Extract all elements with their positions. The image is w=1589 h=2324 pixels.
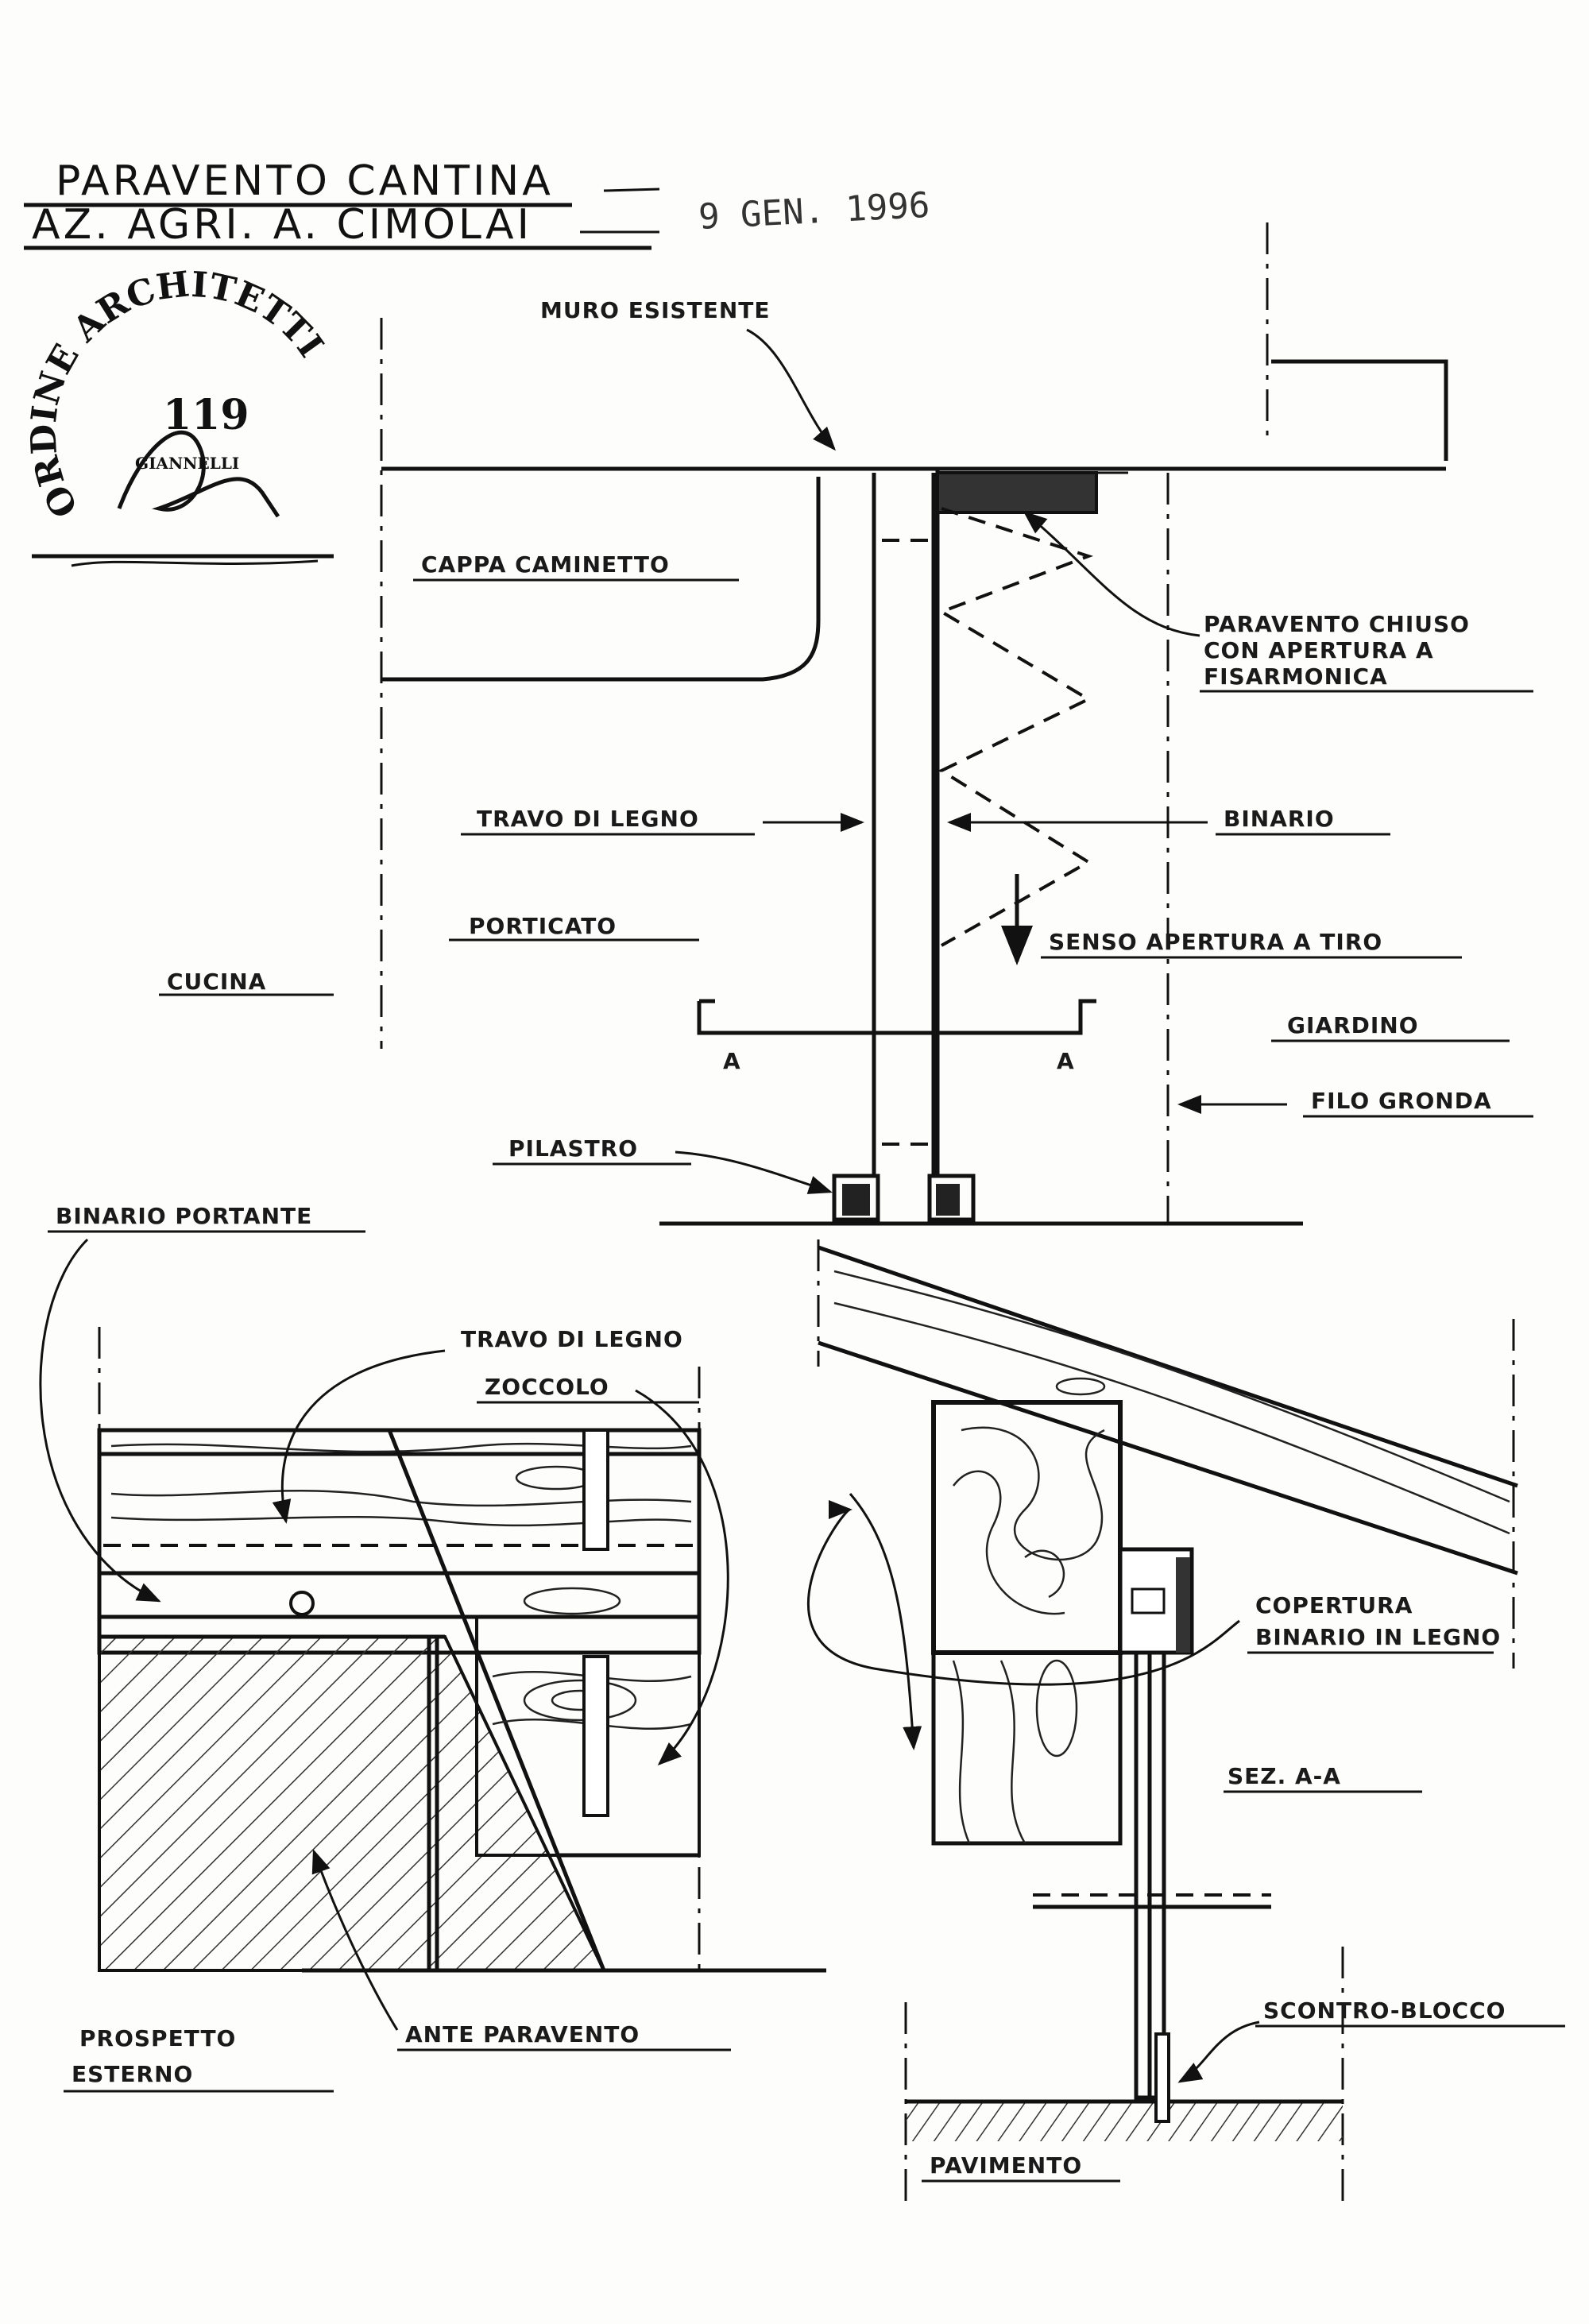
- label-pilastro: PILASTRO: [508, 1135, 638, 1162]
- label-paravento-chiuso-1: PARAVENTO CHIUSO: [1204, 611, 1470, 637]
- leader-ante: [311, 1849, 399, 2031]
- label-esterno: ESTERNO: [72, 2061, 193, 2087]
- leader-pilastro: [675, 1150, 833, 1194]
- section-marker-right: A: [1057, 1048, 1075, 1074]
- label-giardino: GIARDINO: [1287, 1012, 1419, 1038]
- section-cut-line: [697, 999, 1096, 1035]
- section-marker-left: A: [723, 1048, 741, 1074]
- title-block: PARAVENTO CANTINA AZ. AGRI. A. CIMOLAI 9…: [24, 157, 931, 250]
- label-pavimento: PAVIMENTO: [930, 2152, 1082, 2179]
- label-travo-di-legno-elev: TRAVO DI LEGNO: [461, 1326, 683, 1352]
- folded-screen: [936, 471, 1098, 514]
- pillar-left: [832, 1174, 880, 1222]
- label-scontro-blocco: SCONTRO-BLOCCO: [1263, 1997, 1506, 2024]
- architect-seal: ORDINE ARCHITETTI 119 GIANNELLI: [23, 264, 334, 567]
- hatched-wall: [98, 1635, 607, 1972]
- external-elevation: BINARIO PORTANTE TRAVO DI LEGNO ZOCCOLO …: [39, 1203, 826, 2093]
- label-prospetto: PROSPETTO: [79, 2025, 236, 2051]
- pillar-right: [927, 1174, 976, 1222]
- label-sez-a-a: SEZ. A-A: [1228, 1763, 1341, 1789]
- leader-travo-sez: [849, 1493, 922, 1750]
- title-line-1: PARAVENTO CANTINA: [56, 157, 554, 205]
- label-muro-esistente: MURO ESISTENTE: [540, 297, 770, 323]
- label-cappa-caminetto: CAPPA CAMINETTO: [421, 551, 670, 578]
- leader-paravento: [1023, 511, 1200, 637]
- label-binario-portante: BINARIO PORTANTE: [56, 1203, 312, 1229]
- leader-travo-elev: [272, 1349, 446, 1524]
- title-line-2: AZ. AGRI. A. CIMOLAI: [32, 201, 532, 249]
- plan-view: A A MURO ESISTENTE CAPPA CAMINETTO PARAV…: [159, 222, 1533, 1226]
- floor-hatch: [906, 2102, 1343, 2141]
- chimney-hood: [381, 477, 821, 682]
- leader-zoccolo: [635, 1389, 729, 1766]
- signature: [117, 430, 280, 518]
- label-ante-paravento: ANTE PARAVENTO: [405, 2021, 640, 2048]
- post-section: [931, 1650, 1123, 1846]
- leader-copertura: [806, 1500, 1240, 1686]
- label-copertura: COPERTURA: [1255, 1592, 1413, 1618]
- bolt-lower: [582, 1655, 609, 1817]
- accordion-screen: [938, 507, 1094, 947]
- label-zoccolo: ZOCCOLO: [485, 1374, 609, 1400]
- bolt-upper: [582, 1429, 609, 1551]
- label-binario-in-legno: BINARIO IN LEGNO: [1255, 1624, 1501, 1650]
- label-cucina: CUCINA: [167, 969, 266, 995]
- leader-scontro: [1177, 2020, 1260, 2083]
- stop-block: [1154, 2032, 1170, 2123]
- roof-rafter-top: [818, 1245, 1518, 1488]
- label-paravento-chiuso-3: FISARMONICA: [1204, 663, 1388, 690]
- label-porticato: PORTICATO: [469, 913, 617, 939]
- label-senso-apertura: SENSO APERTURA A TIRO: [1049, 929, 1382, 955]
- leader-binario-portante: [39, 1238, 161, 1603]
- leader-muro: [746, 328, 836, 451]
- date-stamp: 9 GEN. 1996: [698, 185, 931, 238]
- seal-name: GIANNELLI: [135, 454, 239, 473]
- bolt-head: [289, 1591, 315, 1616]
- label-binario: BINARIO: [1224, 806, 1335, 832]
- section-a-a: COPERTURA BINARIO IN LEGNO SEZ. A-A SCON…: [806, 1239, 1565, 2201]
- label-travo-di-legno: TRAVO DI LEGNO: [477, 806, 699, 832]
- label-filo-gronda: FILO GRONDA: [1311, 1088, 1492, 1114]
- label-paravento-chiuso-2: CON APERTURA A: [1204, 637, 1434, 663]
